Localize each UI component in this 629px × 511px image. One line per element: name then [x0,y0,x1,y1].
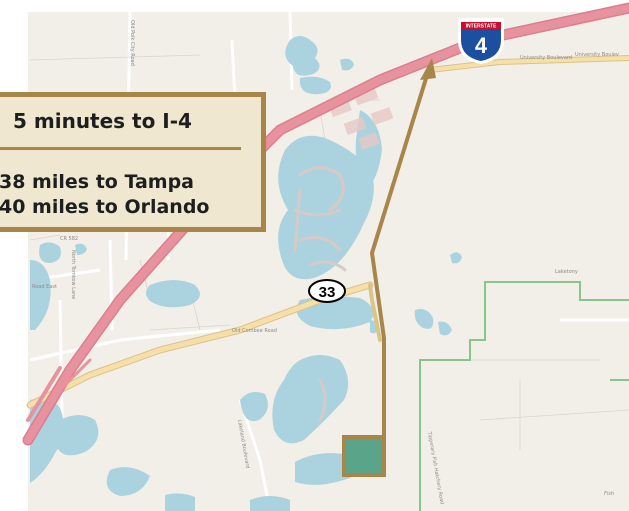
label-university-blvd: University Boulevard [520,55,572,61]
label-tomkow-lane: North Tomkow Lane [70,250,76,299]
interstate-number: 4 [475,33,488,58]
label-university-blvd-2: University Boulev [575,52,619,58]
interstate-banner-text: INTERSTATE [466,24,497,30]
route-33-number: 33 [319,284,336,301]
subdivision-streets [293,166,347,422]
info-line-orlando: 40 miles to Orlando [0,196,210,218]
info-line-tampa: 38 miles to Tampa [0,171,194,193]
route-arrow [370,58,436,437]
label-old-polk-city: Old Polk City Road [129,20,135,66]
label-cr-582: CR 582 [60,236,78,242]
info-headline: 5 minutes to I-4 [13,109,192,133]
info-callout: 5 minutes to I-4 38 miles to Tampa 40 mi… [0,92,266,232]
interstate-4-shield: INTERSTATE 4 [458,18,504,64]
label-laketony: Laketony [555,269,578,275]
info-divider [0,147,241,150]
label-road-east: Road East [32,284,57,290]
state-route-33-shield: 33 [308,279,346,303]
conservation-boundary [419,281,629,511]
property-parcel[interactable] [342,435,386,477]
label-fish: Fish [604,491,614,497]
label-old-combee: Old Combee Road [232,328,277,334]
